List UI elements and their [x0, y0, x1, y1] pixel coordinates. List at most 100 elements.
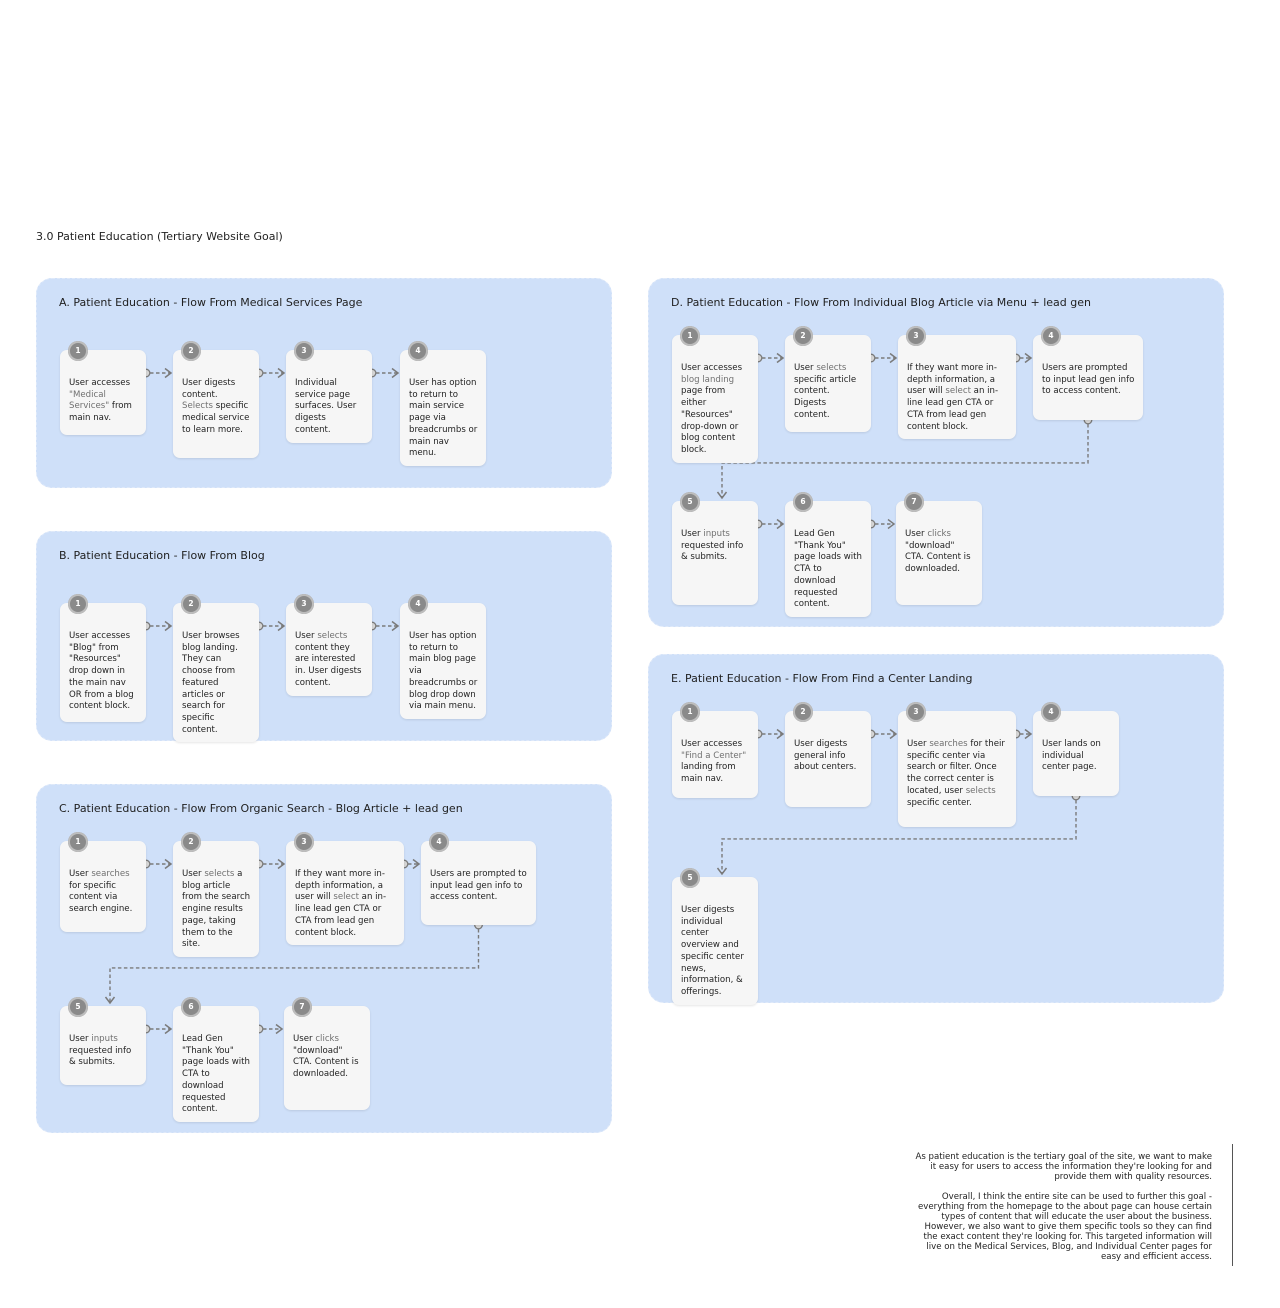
step-text: selects: [816, 363, 847, 373]
step-text: User digests content.: [182, 378, 236, 400]
step-text: clicks: [315, 1034, 340, 1044]
step-number-badge: 3: [906, 326, 926, 346]
step-text: User browses blog landing. They can choo…: [182, 631, 240, 735]
step-text: requested info & submits.: [681, 540, 744, 563]
step-text: Users are prompted to input lead gen inf…: [1042, 363, 1135, 397]
panel-title: D. Patient Education - Flow From Individ…: [671, 296, 1091, 309]
step-number-badge: 3: [906, 702, 926, 722]
step-text: User: [293, 1034, 316, 1044]
step-text: a blog article from the search engine re…: [182, 869, 251, 950]
step-text: If they want more in-depth information, …: [295, 869, 385, 903]
step-text: User: [907, 739, 930, 749]
step-text: an in-line lead gen CTA or CTA from lead…: [295, 892, 387, 938]
step-text: "download" CTA. Content is downloaded.: [293, 1045, 359, 1080]
note-divider: [1232, 1144, 1233, 1266]
panel-title: C. Patient Education - Flow From Organic…: [59, 802, 463, 815]
step-text: User digests general info about centers.: [794, 739, 857, 773]
step-text: specific center.: [907, 797, 972, 808]
step-number-badge: 7: [292, 997, 312, 1017]
step-number-badge: 1: [680, 702, 700, 722]
page-title: 3.0 Patient Education (Tertiary Website …: [36, 230, 283, 243]
note-paragraph-1: As patient education is the tertiary goa…: [915, 1152, 1212, 1182]
step-text: for specific content via search engine.: [69, 880, 133, 915]
step-text: clicks: [927, 529, 952, 539]
step-number-badge: 2: [793, 702, 813, 722]
step-text: If they want more in-depth information, …: [907, 363, 997, 397]
step-text: "download" CTA. Content is downloaded.: [905, 540, 971, 575]
step-text: content they are interested in. User dig…: [295, 642, 362, 688]
step-text: User digests individual center overview …: [681, 905, 744, 997]
step-text: User: [794, 363, 817, 373]
step-text: landing from main nav.: [681, 762, 736, 785]
step-text: User accesses: [681, 363, 743, 373]
step-number-badge: 4: [1041, 702, 1061, 722]
step-text: searches: [929, 739, 968, 749]
step-number-badge: 2: [181, 832, 201, 852]
step-text: selects: [965, 785, 996, 796]
step-number-badge: 2: [181, 341, 201, 361]
step-text: an in-line lead gen CTA or CTA from lead…: [907, 386, 999, 432]
step-card: 3 If they want more in-depth information,…: [898, 326, 1016, 440]
step-text: page from either "Resources" drop-down o…: [681, 386, 739, 455]
step-text: inputs: [91, 1034, 118, 1044]
step-text: User has option to return to main blog p…: [409, 631, 478, 712]
step-number-badge: 2: [793, 326, 813, 346]
step-number-badge: 2: [181, 594, 201, 614]
step-number-badge: 4: [408, 341, 428, 361]
step-text: requested info & submits.: [69, 1045, 132, 1068]
step-text: User accesses "Blog" from "Resources" dr…: [69, 631, 134, 712]
step-text: Lead Gen "Thank You" page loads with CTA…: [794, 529, 863, 610]
step-text: Individual service page surfaces. User d…: [295, 378, 357, 435]
step-text: inputs: [703, 529, 730, 539]
step-text: specific article content. Digests conten…: [794, 374, 857, 420]
step-text: "Find a Center": [681, 750, 747, 761]
step-text: blog landing: [681, 374, 735, 385]
step-text: User: [69, 1034, 92, 1044]
step-text: User lands on individual center page.: [1042, 739, 1101, 773]
step-text: select: [945, 386, 971, 397]
step-number-badge: 1: [680, 326, 700, 346]
step-text: User: [182, 869, 205, 879]
step-number-badge: 1: [68, 832, 88, 852]
step-text: from main nav.: [69, 401, 132, 424]
step-text: specific medical service to learn more.: [182, 401, 250, 435]
step-text: selects: [317, 631, 348, 641]
step-number-badge: 4: [408, 594, 428, 614]
step-number-badge: 4: [1041, 326, 1061, 346]
step-number-badge: 5: [680, 492, 700, 512]
step-text: for their specific center via search or …: [907, 739, 1005, 796]
step-number-badge: 6: [181, 997, 201, 1017]
step-number-badge: 3: [294, 594, 314, 614]
step-number-badge: 1: [68, 594, 88, 614]
step-number-badge: 4: [429, 832, 449, 852]
step-text: User: [69, 869, 92, 879]
panel-title: B. Patient Education - Flow From Blog: [59, 549, 265, 562]
panel-title: A. Patient Education - Flow From Medical…: [59, 296, 363, 309]
step-text: User: [681, 529, 704, 539]
step-text: selects: [204, 869, 235, 879]
step-text: User accesses: [69, 378, 131, 388]
step-text: User: [905, 529, 928, 539]
